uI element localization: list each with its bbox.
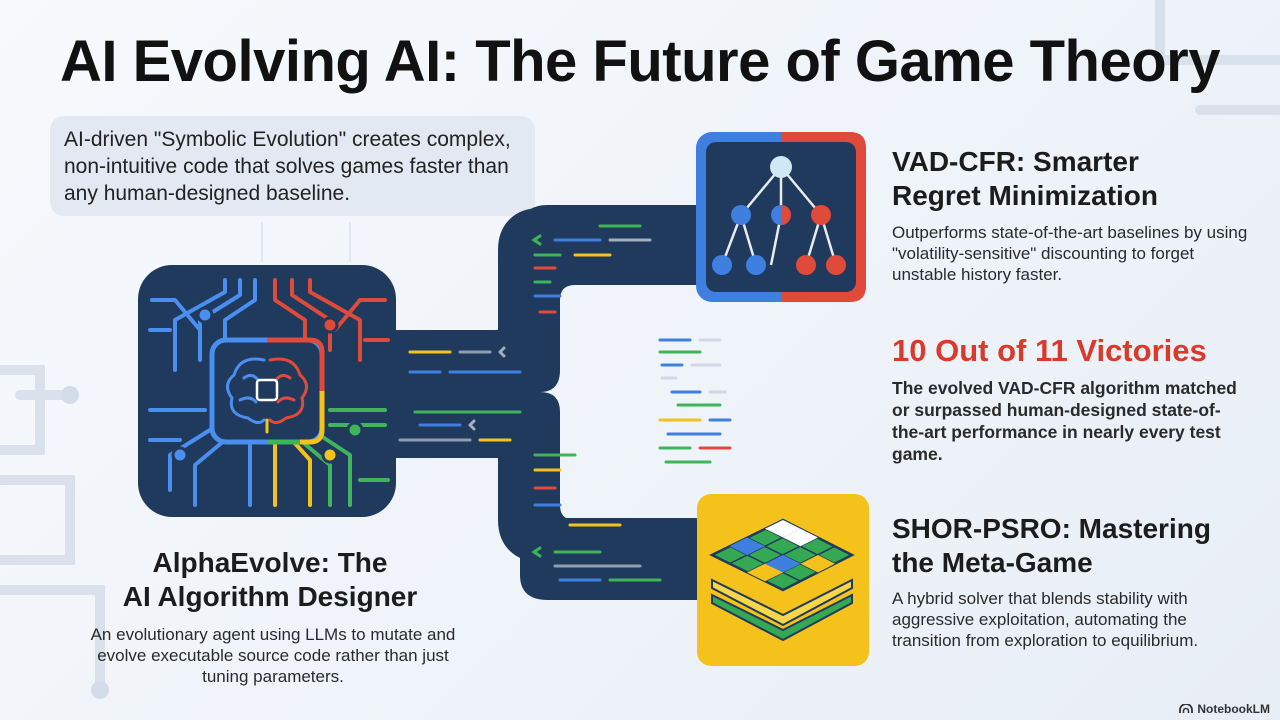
game-tree-icon	[712, 156, 846, 275]
brain-chip-icon	[226, 357, 308, 434]
shor-psro-heading: SHOR-PSRO: Mastering the Meta-Game	[892, 512, 1262, 580]
floating-code-lines	[658, 338, 732, 464]
victories-description: The evolved VAD-CFR algorithm matched or…	[892, 378, 1237, 464]
vad-cfr-heading-line2: Regret Minimization	[892, 180, 1159, 211]
alphaevolve-description: An evolutionary agent using LLMs to muta…	[90, 625, 456, 686]
notebooklm-watermark: NotebookLM	[1179, 702, 1270, 716]
vad-cfr-description: Outperforms state-of-the-art baselines b…	[892, 223, 1248, 284]
page-title: AI Evolving AI: The Future of Game Theor…	[59, 29, 1221, 94]
shor-psro-heading-line1: SHOR-PSRO: Mastering	[892, 513, 1211, 544]
intro-callout-text: AI-driven "Symbolic Evolution" creates c…	[64, 128, 511, 205]
vad-cfr-heading: VAD-CFR: Smarter Regret Minimization	[892, 145, 1252, 213]
shor-psro-icon-tile	[697, 494, 869, 666]
code-snippet-traces	[398, 224, 662, 582]
victories-heading: 10 Out of 11 Victories	[892, 333, 1207, 368]
intro-callout-box	[50, 116, 535, 216]
meta-game-layers-icon	[709, 518, 855, 642]
shor-psro-heading-line2: the Meta-Game	[892, 547, 1093, 578]
vad-cfr-icon-tile	[696, 132, 866, 302]
alphaevolve-heading: AlphaEvolve: The AI Algorithm Designer	[95, 546, 445, 614]
alphaevolve-heading-line2: AI Algorithm Designer	[122, 581, 418, 612]
alphaevolve-heading-line1: AlphaEvolve: The	[152, 547, 388, 578]
alphaevolve-chip	[138, 265, 396, 517]
shor-psro-description: A hybrid solver that blends stability wi…	[892, 589, 1199, 650]
notebooklm-logo-icon	[1179, 704, 1194, 713]
circuit-channels-filled	[380, 205, 700, 600]
notebooklm-brand: NotebookLM	[1197, 702, 1270, 716]
vad-cfr-heading-line1: VAD-CFR: Smarter	[892, 146, 1139, 177]
